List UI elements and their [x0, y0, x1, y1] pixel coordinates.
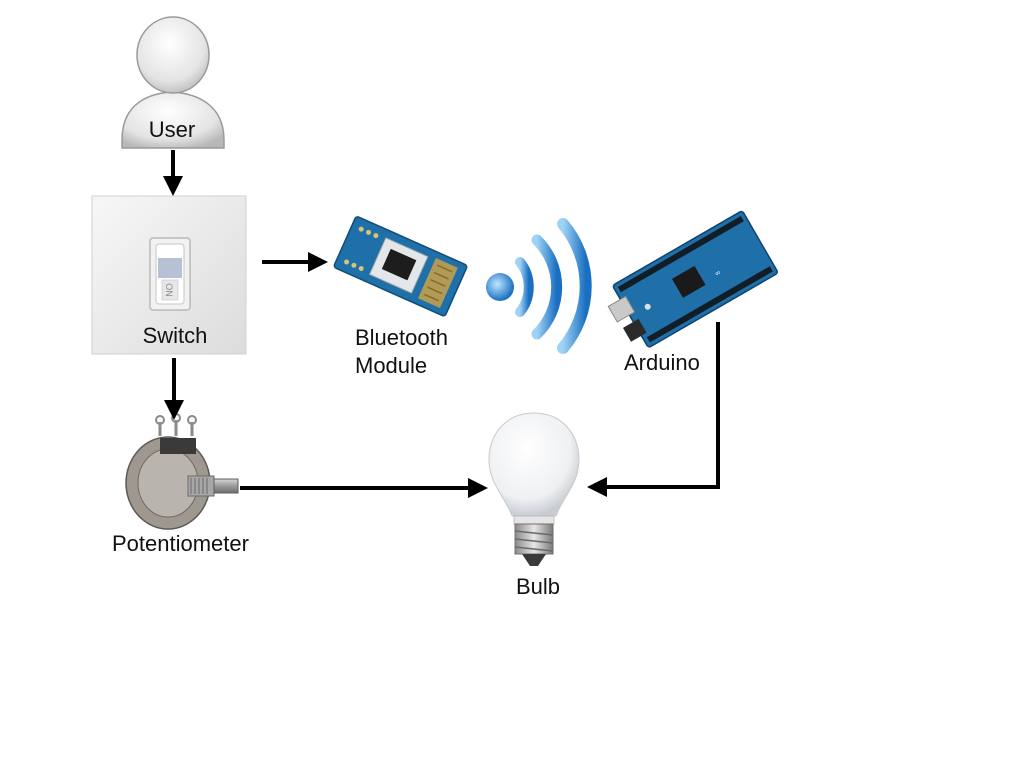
svg-text:∞: ∞ [714, 269, 722, 278]
user-icon [121, 16, 225, 149]
bluetooth-node: Bluetooth Module [333, 216, 468, 378]
wireless-signal-icon [486, 218, 592, 354]
arduino-node: ∞ Arduino [607, 210, 778, 375]
bluetooth-module-icon [333, 216, 468, 317]
bluetooth-label-line2: Module [355, 353, 427, 378]
arduino-label: Arduino [624, 350, 700, 375]
user-node: User [121, 16, 225, 149]
bulb-label: Bulb [516, 574, 560, 599]
arduino-board-icon: ∞ [607, 210, 778, 348]
potentiometer-node: Potentiometer [112, 413, 249, 556]
switch-label: Switch [143, 323, 208, 348]
light-switch-icon: ON [91, 195, 247, 355]
potentiometer-icon [125, 413, 239, 530]
arrow-arduino-to-bulb [587, 322, 720, 497]
bluetooth-label-line1: Bluetooth [355, 325, 448, 350]
potentiometer-label: Potentiometer [112, 531, 249, 556]
light-bulb-icon [488, 412, 580, 566]
switch-on-text: ON [164, 283, 174, 297]
bulb-node: Bulb [488, 412, 580, 599]
user-label: User [149, 117, 195, 142]
connectors [163, 150, 720, 498]
switch-node: ON Switch [91, 195, 247, 355]
